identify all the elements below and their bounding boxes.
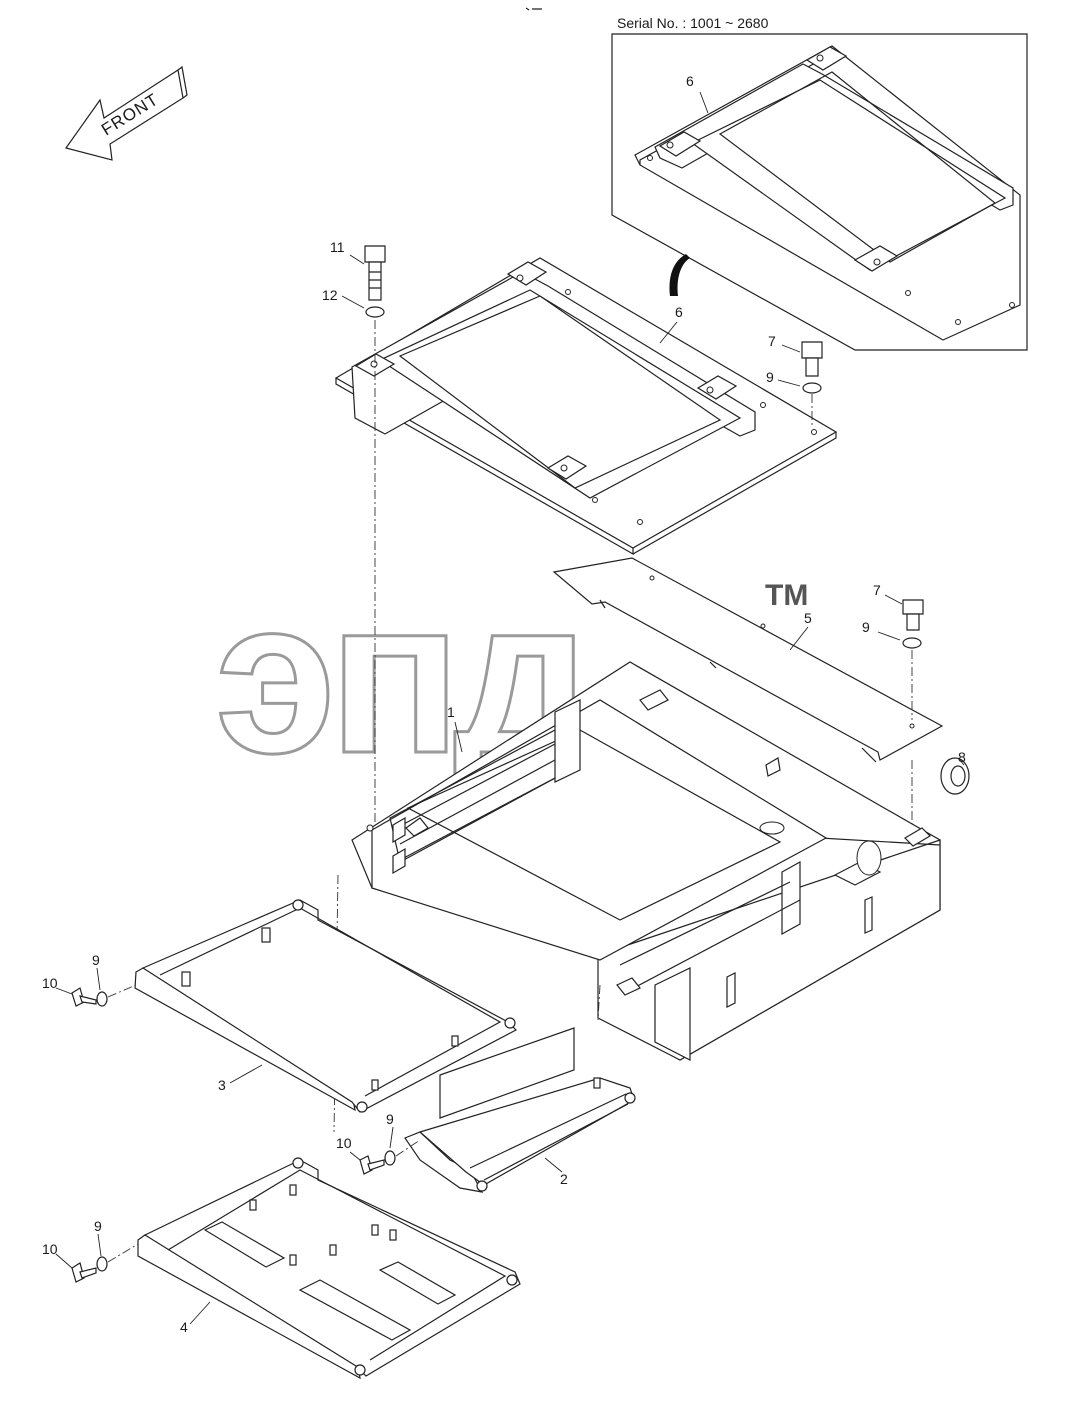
callout-9-upper: 9 [766, 369, 774, 385]
front-arrow: FRONT [65, 65, 188, 161]
callout-11: 11 [330, 239, 345, 255]
seat-plate-part-6 [334, 257, 838, 556]
callout-4: 4 [180, 1319, 188, 1335]
grommet-8 [940, 757, 970, 795]
bolt-7-upper [801, 341, 823, 377]
washer-9-center [384, 1150, 396, 1166]
callout-10-center: 10 [336, 1135, 352, 1151]
callout-10-upper: 10 [42, 975, 58, 991]
bolt-10-upper [71, 987, 97, 1007]
callout-3: 3 [218, 1077, 226, 1093]
slide-plate-part-4 [137, 1157, 521, 1380]
callout-9-upper-left: 9 [92, 952, 100, 968]
callout-9-lower-left: 9 [94, 1218, 102, 1234]
washer-9-upper [802, 382, 822, 394]
callout-5: 5 [804, 610, 812, 626]
callout-7-right: 7 [873, 582, 881, 598]
callout-2: 2 [560, 1171, 568, 1187]
callout-1: 1 [447, 704, 455, 720]
washer-9-right [902, 637, 922, 649]
bolt-10-lower [71, 1262, 97, 1283]
inset-link-arrow [669, 254, 690, 296]
inset-seat-plate [634, 45, 1021, 341]
serial-inset: Serial No. : 1001 ~ 2680 6 [611, 15, 1028, 351]
callout-8: 8 [958, 749, 966, 765]
washer-12 [365, 306, 385, 318]
callout-12: 12 [322, 287, 338, 303]
callout-10-lower: 10 [42, 1241, 58, 1257]
alignment-line-center [333, 874, 339, 1133]
washer-9-lower-left [96, 1256, 108, 1272]
alignment-line-rail [597, 984, 601, 1021]
watermark-logo: эпд [215, 553, 589, 799]
callout-6-inset: 6 [686, 73, 694, 89]
bolt-11 [364, 245, 386, 301]
serial-label: Serial No. : 1001 ~ 2680 [617, 15, 769, 31]
slide-rail-part-3 [134, 899, 518, 1113]
callout-9-right: 9 [862, 619, 870, 635]
cover-part-5 [552, 557, 944, 763]
watermark: эпд TM [214, 552, 809, 801]
seat-frame-part-1 [351, 661, 941, 1061]
callout-9-center: 9 [386, 1111, 394, 1127]
callout-6: 6 [675, 304, 683, 320]
bolt-7-right [902, 599, 924, 631]
callout-7-upper: 7 [768, 333, 776, 349]
watermark-tm: TM [765, 579, 808, 612]
slide-rail-part-2 [404, 1027, 636, 1193]
washer-9-upper-left [96, 991, 108, 1007]
bolt-10-center [359, 1155, 385, 1175]
top-mark [525, 7, 542, 11]
